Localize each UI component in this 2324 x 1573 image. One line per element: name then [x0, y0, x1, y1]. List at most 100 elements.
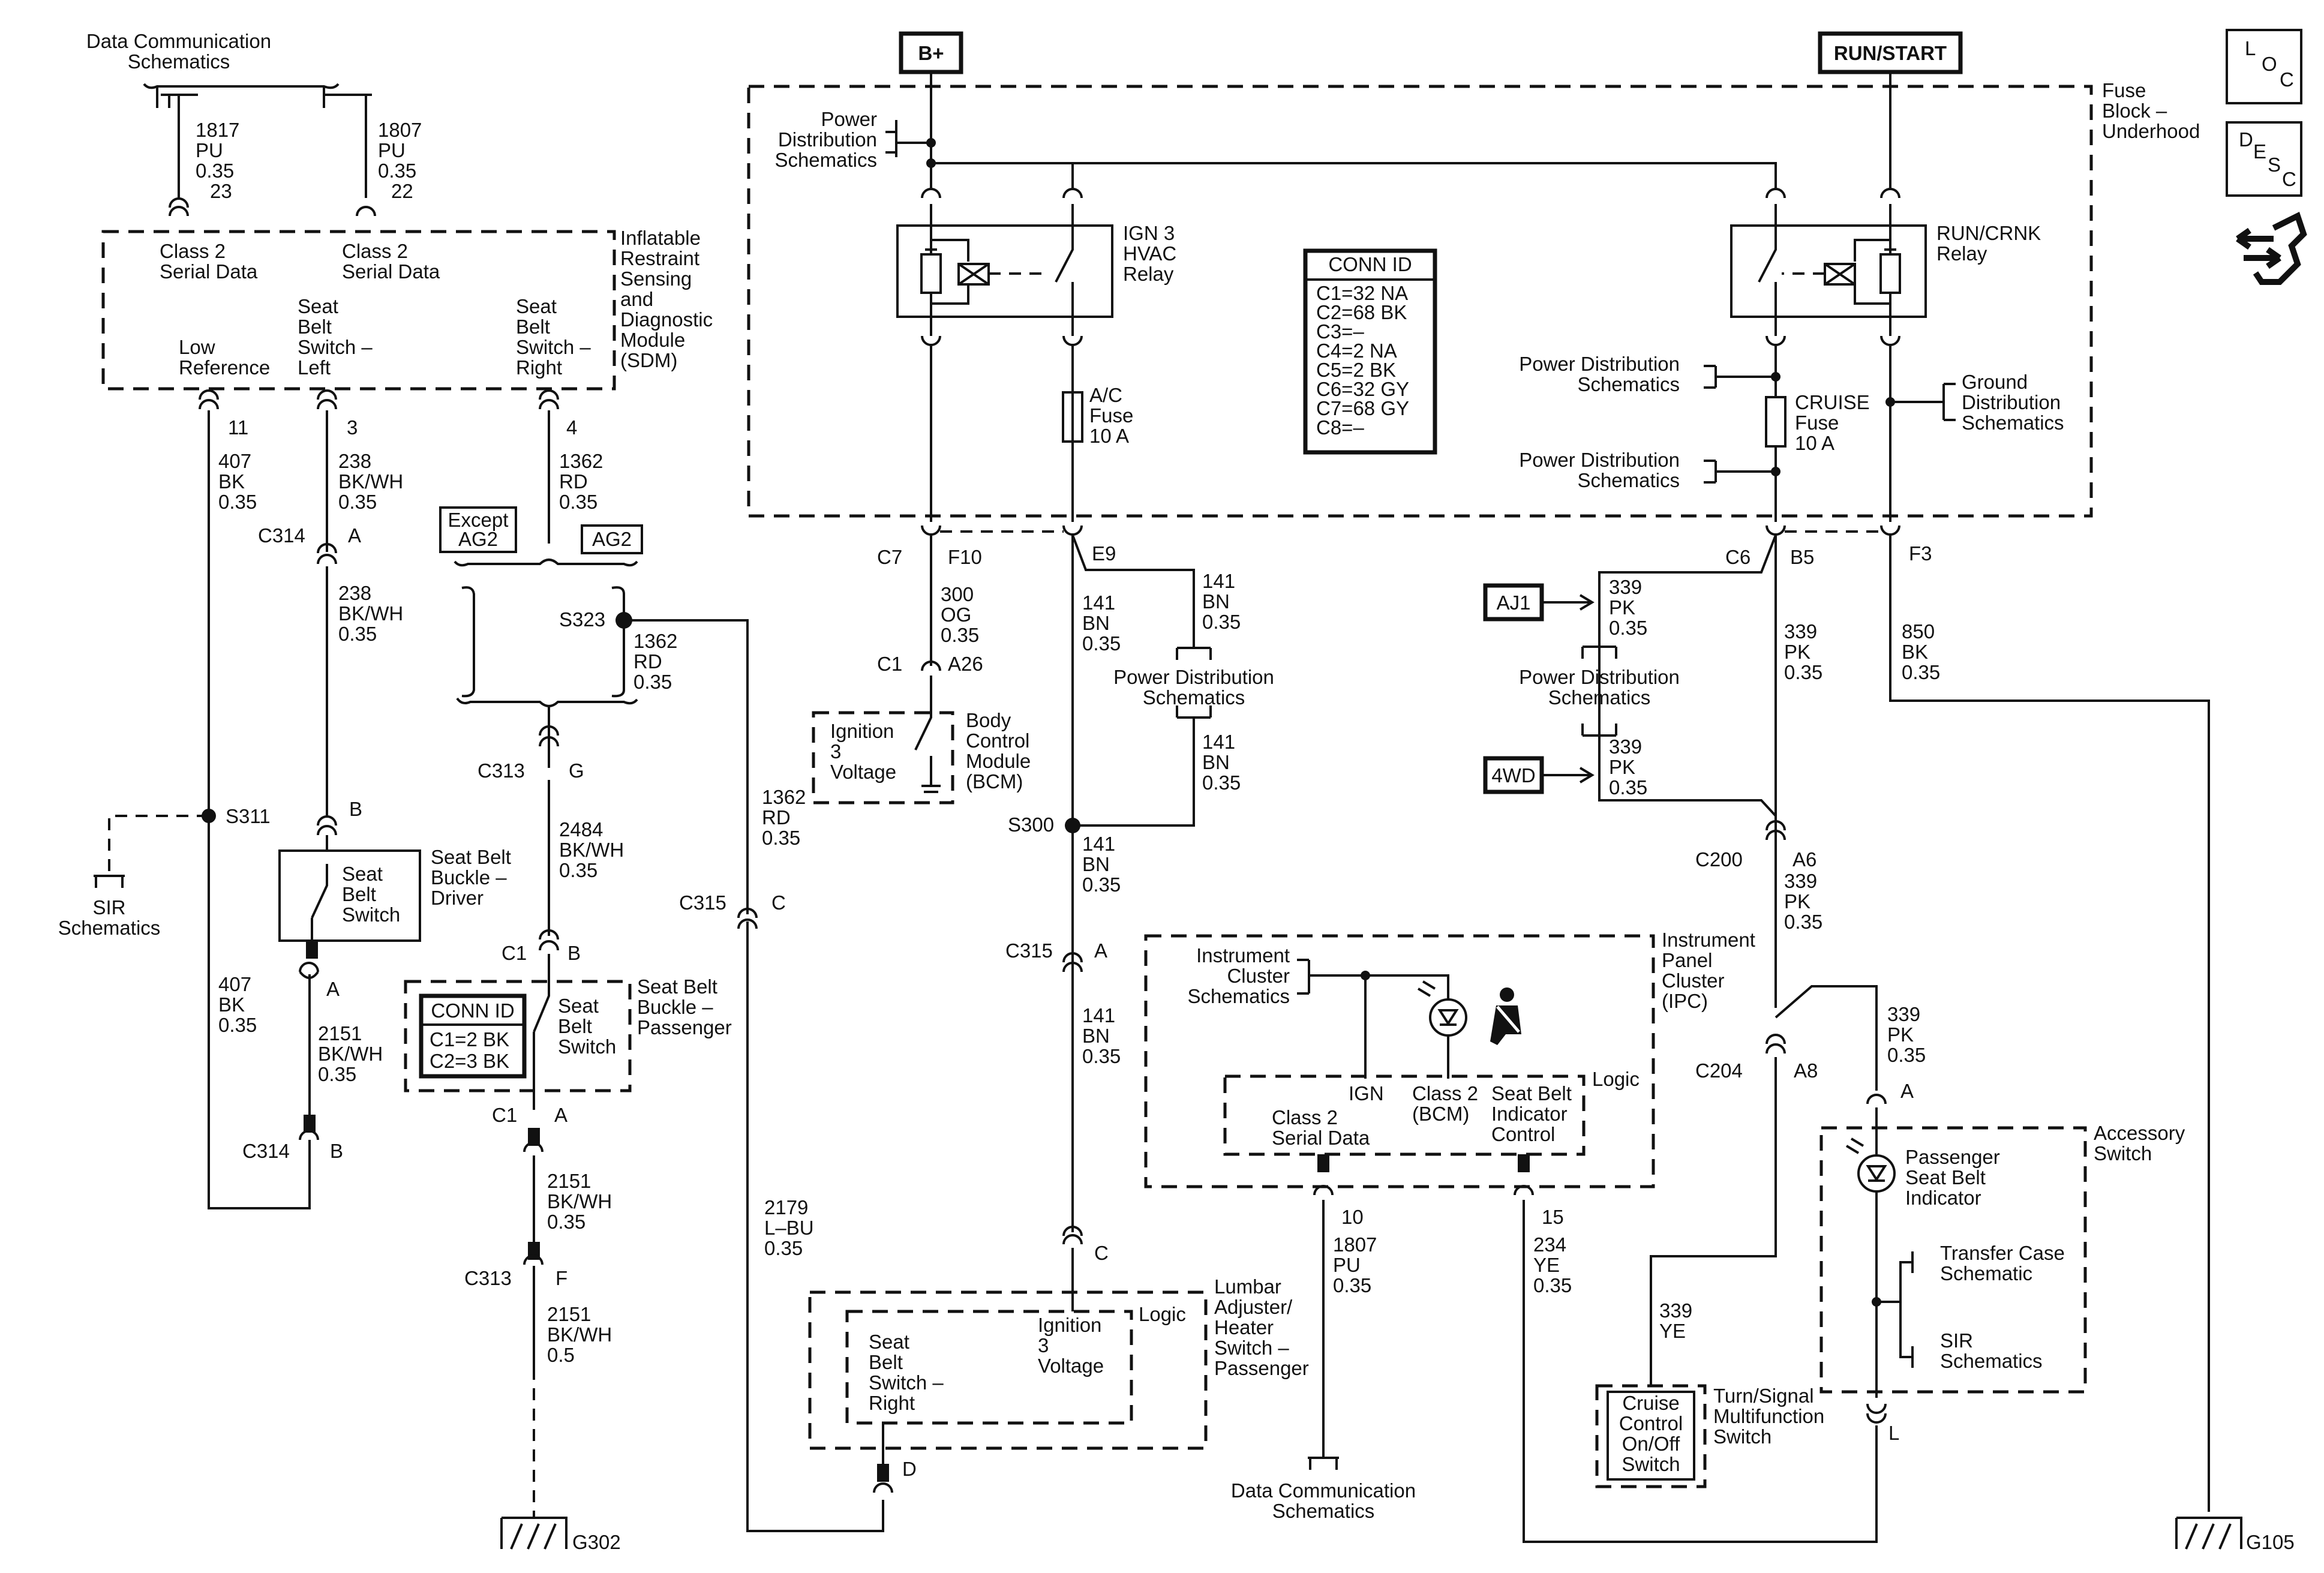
sdm-module-box[interactable]: [101, 230, 616, 391]
c6-label: C6: [1725, 546, 1750, 568]
bcm-title-2: Control: [966, 730, 1029, 752]
wrench-arrows-icon[interactable]: [2236, 211, 2307, 285]
w141d-1: 141: [1082, 833, 1115, 855]
pd-right-mid-1[interactable]: Power Distribution: [1519, 666, 1680, 688]
wire-1807-color: PU: [378, 139, 406, 161]
c1a-pin: A: [554, 1104, 568, 1126]
sdm-pin3: 3: [347, 416, 358, 439]
run-crnk-2: Relay: [1936, 242, 1987, 265]
b-plus-source[interactable]: [899, 31, 963, 74]
fuse-block-underhood[interactable]: [747, 85, 2093, 518]
wire-1807-num: 1807: [378, 119, 422, 141]
pd-right2-2[interactable]: Schematics: [1577, 469, 1680, 491]
splice-s300[interactable]: [1065, 818, 1080, 833]
c315-pin: A: [1094, 939, 1107, 962]
s323-label: S323: [559, 608, 605, 631]
desc-c: C: [2282, 168, 2296, 190]
ipc-title-4: (IPC): [1662, 990, 1708, 1012]
ground-dist-2[interactable]: Distribution: [1962, 391, 2061, 413]
ground-dist-1[interactable]: Ground: [1962, 371, 2028, 393]
w850-2: BK: [1902, 641, 1928, 663]
run-start-source[interactable]: [1818, 31, 1963, 74]
data-comm-bottom-1[interactable]: Data Communication: [1231, 1479, 1416, 1502]
pd-top-1[interactable]: Power: [821, 108, 877, 130]
lumbar-ign-1: Ignition: [1038, 1314, 1101, 1336]
c315c-pin: C: [771, 891, 786, 914]
cruise-1: Cruise: [1622, 1392, 1679, 1414]
w141a-1: 141: [1082, 592, 1115, 614]
acc-transfer-2[interactable]: Schematic: [1940, 1262, 2032, 1284]
acc-sir-1[interactable]: SIR: [1940, 1329, 1973, 1352]
seat-belt-passenger-box[interactable]: [404, 980, 632, 1092]
pd-top-3[interactable]: Schematics: [774, 149, 877, 171]
data-comm-bottom-2[interactable]: Schematics: [1272, 1500, 1375, 1522]
acc-sir-2[interactable]: Schematics: [1940, 1350, 2043, 1372]
cruise-fuse-1: CRUISE: [1795, 391, 1870, 413]
turn-signal-switch[interactable]: [1595, 1384, 1707, 1488]
w2179-2: L–BU: [764, 1217, 814, 1239]
sdm-pin2-2: Serial Data: [342, 260, 440, 283]
sdm-low-ref-2: Reference: [179, 356, 270, 379]
connector-23: [169, 197, 189, 208]
lumbar-logic: Logic: [1139, 1303, 1186, 1325]
ipc-class2-bcm-1: Class 2: [1412, 1082, 1478, 1104]
sir-2[interactable]: Schematics: [58, 917, 161, 939]
b5-label: B5: [1790, 546, 1814, 568]
c1a-label: C1: [492, 1104, 517, 1126]
pd-mid-1[interactable]: Power Distribution: [1113, 666, 1274, 688]
cruise-fuse[interactable]: [1765, 396, 1786, 448]
conn-id-title: CONN ID: [1328, 253, 1412, 275]
option-ag2[interactable]: [581, 524, 643, 554]
bcm-module-box[interactable]: [812, 711, 954, 804]
ipc-module[interactable]: [1144, 934, 1655, 1188]
f3-label: F3: [1909, 542, 1932, 565]
pd-right2-1[interactable]: Power Distribution: [1519, 449, 1680, 471]
cruise-3: On/Off: [1622, 1433, 1680, 1455]
ipc-w234-3: 0.35: [1533, 1274, 1572, 1296]
c204-label: C204: [1695, 1059, 1743, 1082]
data-comm-top-2[interactable]: Schematics: [128, 50, 230, 73]
pd-right1-1[interactable]: Power Distribution: [1519, 353, 1680, 375]
sdm-title-4: and: [620, 288, 653, 310]
ipc-w234-1: 234: [1533, 1233, 1566, 1256]
loc-icon[interactable]: L O C: [2226, 29, 2302, 104]
ipc-ics-3[interactable]: Schematics: [1187, 985, 1290, 1007]
except-ag2-1: Except: [448, 509, 509, 531]
accessory-switch[interactable]: [1819, 1126, 2087, 1394]
ipc-logic: Logic: [1592, 1068, 1640, 1090]
ipc-ics-2[interactable]: Cluster: [1227, 965, 1290, 987]
w1362a-3: 0.35: [559, 491, 597, 513]
wire-1817-size: 0.35: [196, 160, 234, 182]
w141b-3: 0.35: [1202, 611, 1241, 633]
ground-dist-3[interactable]: Schematics: [1962, 412, 2064, 434]
cruise-control-switch[interactable]: [1607, 1391, 1695, 1481]
4wd-option[interactable]: [1483, 756, 1544, 794]
lumbar-logic-box: [845, 1310, 1133, 1425]
ipc-ics-1[interactable]: Instrument: [1196, 944, 1290, 966]
pd-right1-2[interactable]: Schematics: [1577, 373, 1680, 395]
w339b-2: PK: [1609, 756, 1635, 778]
pd-right-mid-2[interactable]: Schematics: [1548, 686, 1651, 709]
wire-1807-size: 0.35: [378, 160, 416, 182]
c314a-connector: [317, 543, 337, 565]
pd-mid-2[interactable]: Schematics: [1143, 686, 1245, 709]
data-comm-top-1[interactable]: Data Communication: [86, 30, 271, 52]
sir-1[interactable]: SIR: [92, 896, 125, 918]
lumbar-sbs-2: Belt: [869, 1351, 903, 1373]
cruise-fuse-3: 10 A: [1795, 432, 1834, 454]
w2151a-2: BK/WH: [318, 1043, 383, 1065]
w141e-2: BN: [1082, 1025, 1110, 1047]
desc-e: E: [2253, 140, 2266, 163]
conn-id-r5: C5=2 BK: [1316, 359, 1396, 381]
desc-icon[interactable]: D E S C: [2226, 121, 2302, 197]
acc-transfer-1[interactable]: Transfer Case: [1940, 1242, 2065, 1264]
option-except-ag2[interactable]: [439, 506, 517, 553]
4wd-label: 4WD: [1491, 764, 1535, 786]
c314a-label: C314: [258, 524, 305, 547]
w2151b-2: BK/WH: [547, 1190, 612, 1212]
pd-top-2[interactable]: Distribution: [778, 128, 877, 151]
seat-belt-driver-switch[interactable]: [278, 849, 421, 942]
w850-1: 850: [1902, 620, 1935, 643]
w407a-3: 0.35: [218, 491, 257, 513]
